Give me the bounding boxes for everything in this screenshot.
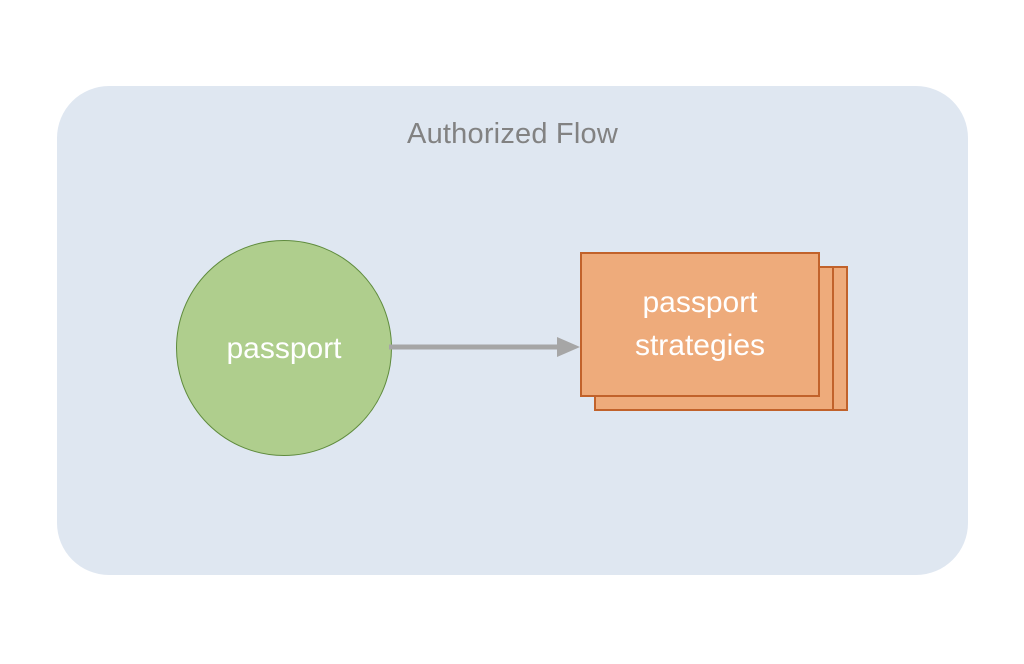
node-passport-strategies[interactable] xyxy=(580,252,820,397)
arrowhead-icon xyxy=(557,337,580,357)
arrow-passport-to-strategies xyxy=(389,337,580,357)
node-passport[interactable]: passport xyxy=(176,240,392,456)
node-passport-label: passport xyxy=(226,331,342,365)
authorized-flow-container: Authorized Flow passport passport strate… xyxy=(57,86,968,575)
diagram-title: Authorized Flow xyxy=(407,118,618,150)
